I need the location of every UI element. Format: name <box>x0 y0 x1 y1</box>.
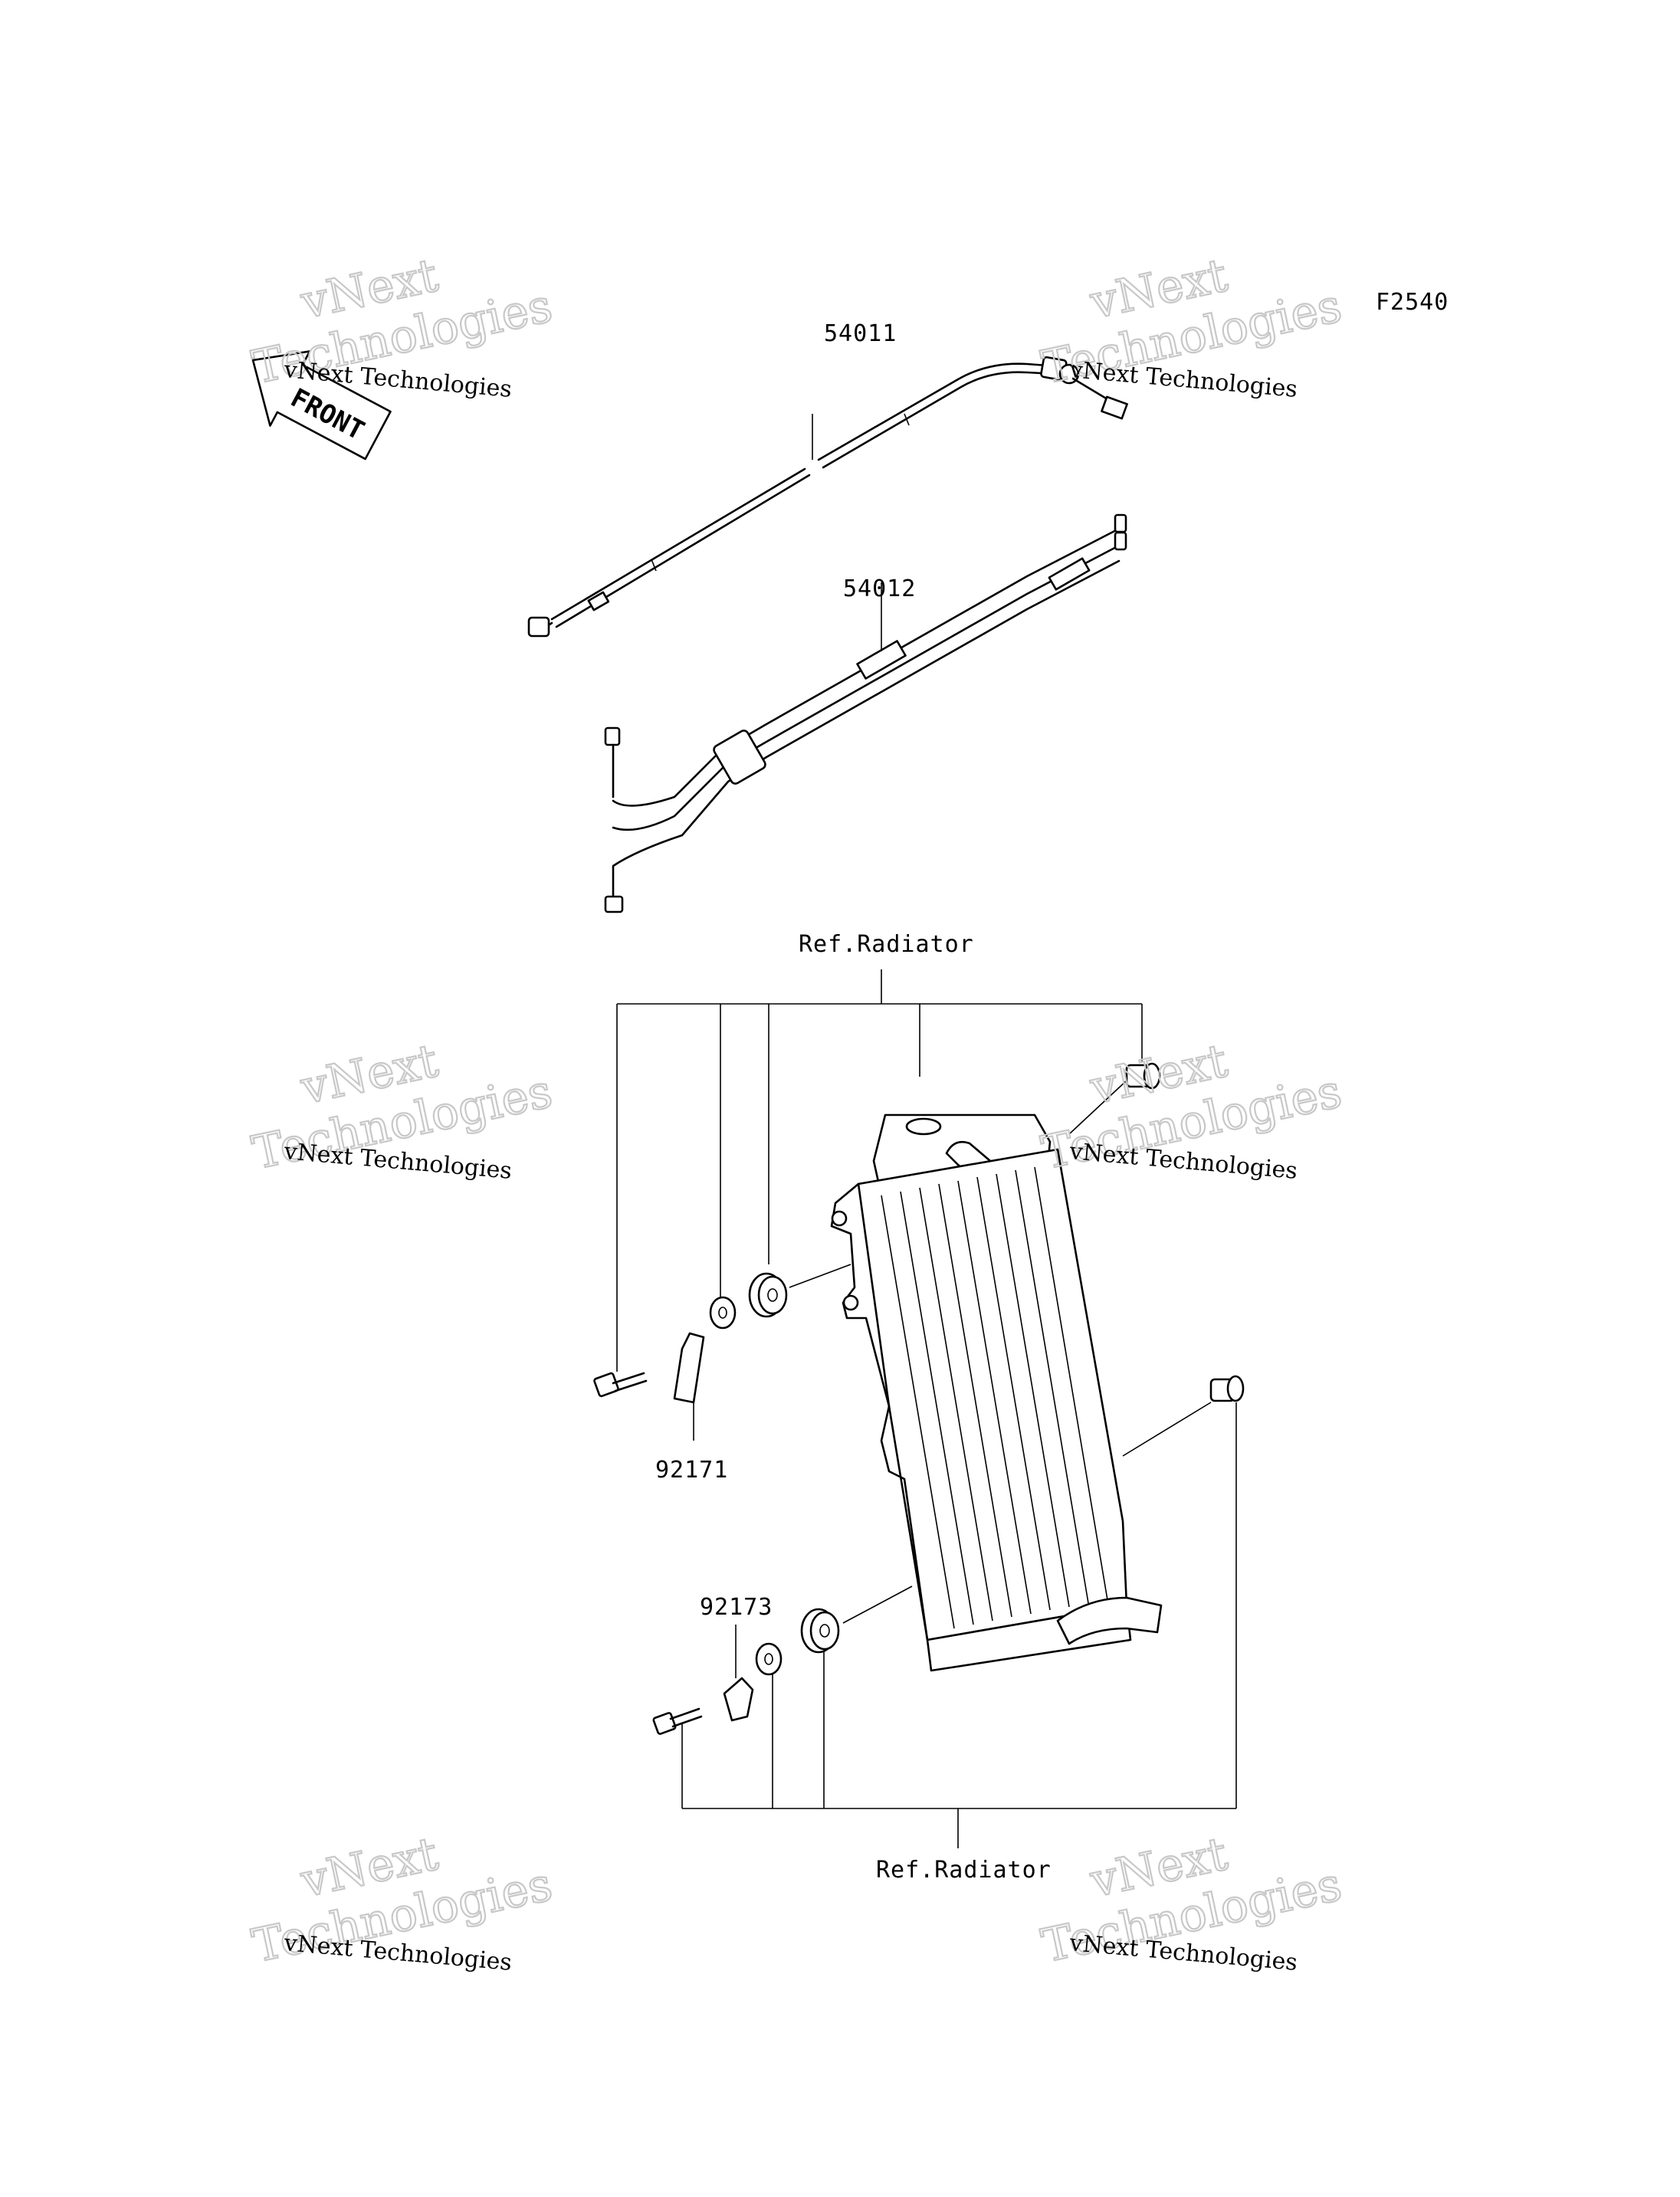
part-number-92171: 92171 <box>655 1457 728 1484</box>
upper-reference-lines <box>616 969 1143 1372</box>
reference-radiator-lower: Ref.Radiator <box>876 1857 1052 1884</box>
front-arrow-icon: FRONT <box>251 350 392 461</box>
upper-mounting-parts <box>593 1062 1161 1441</box>
lower-mounting-parts <box>652 1375 1245 1735</box>
figure-code: F2540 <box>1376 289 1449 316</box>
choke-cable <box>604 513 1127 913</box>
part-number-92173: 92173 <box>700 1594 773 1621</box>
lower-reference-lines <box>681 1402 1237 1848</box>
part-number-54012: 54012 <box>843 575 916 602</box>
throttle-cable <box>527 356 1128 638</box>
part-number-54011: 54011 <box>824 320 897 347</box>
radiator <box>830 1113 1163 1672</box>
reference-radiator-upper: Ref.Radiator <box>799 931 974 958</box>
